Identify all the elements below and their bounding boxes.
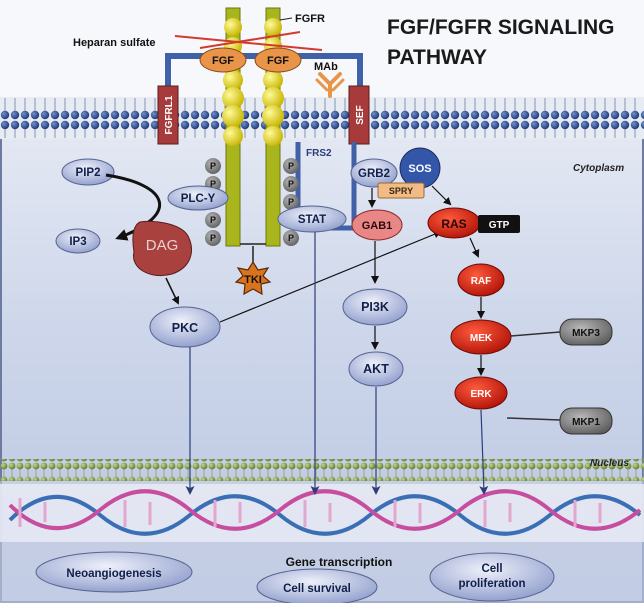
phosphate-label: P [210,233,216,243]
fgf-right-label: FGF [267,55,289,67]
title-line-1: FGF/FGFR SIGNALING [387,16,614,39]
ip3-node [55,228,101,254]
fgf-ligand-left [199,47,247,73]
sef-label: SEF [355,105,366,124]
nuclear-membrane [0,459,644,481]
fgfrl1-receptor [157,85,179,145]
ras-label: RAS [441,217,466,231]
gtp-label: GTP [489,220,510,231]
title-line-2: PATHWAY [387,46,487,69]
mab-antibody [315,72,345,98]
erk-node [454,376,508,410]
pkc-node [149,306,221,348]
cell-proliferation-label-2: proliferation [458,578,525,590]
heparan-sulfate-chain-2 [199,31,301,49]
pi3k-label: PI3K [361,300,389,314]
cytoplasm-label: Cytoplasm [573,163,624,174]
stat-node [277,205,347,233]
mek-node [450,319,512,355]
frs2-label: FRS2 [306,148,332,159]
mek-label: MEK [470,333,493,344]
raf-node [457,263,505,297]
nucleus-label: Nucleus [590,458,629,469]
plasma-membrane [0,97,644,139]
tki-inhibitor [234,260,272,296]
plcy-node [167,185,229,211]
gene-transcription-label: Gene transcription [286,555,393,569]
stat-label: STAT [298,214,326,226]
gab1-node [351,209,403,241]
fgfrl1-label: FGFRL1 [164,95,175,134]
gab1-label: GAB1 [362,220,393,232]
akt-node [348,351,404,387]
mkp3-label: MKP3 [572,328,600,339]
phosphate-label: P [210,215,216,225]
pi3k-node [342,288,408,326]
ip3-label: IP3 [69,236,86,248]
dag-to-pkc-arrow [165,277,180,305]
sos-label: SOS [408,163,431,175]
sef-receptor [348,85,370,145]
tki-label: TKI [244,274,262,286]
cell-survival-outcome [256,568,378,603]
pkc-label: PKC [172,321,198,335]
phosphate-groups [205,158,299,246]
mkp1-label: MKP1 [572,417,600,428]
phosphate-label: P [210,179,216,189]
grb2-node [350,158,398,188]
akt-label: AKT [363,362,389,376]
phosphate-label: P [210,161,216,171]
phosphate-label: P [288,233,294,243]
pip2-label: PIP2 [76,167,101,179]
fgfr-domains [222,18,284,146]
pip2-node [61,158,115,186]
dag-label: DAG [146,237,179,254]
grb2-label: GRB2 [358,168,390,180]
fgf-left-label: FGF [212,55,234,67]
mkp3-node [559,318,613,346]
spry-node [377,182,425,199]
heparan-sulfate-chain [174,35,323,51]
spry-label: SPRY [389,186,413,196]
phosphate-label: P [288,197,294,207]
erk-to-nucleus-arrow [479,409,489,495]
plcy-label: PLC-Y [181,193,216,205]
erk-label: ERK [470,389,492,400]
dag-node [132,220,192,276]
neoangiogenesis-outcome [35,551,193,593]
fgf-ligand-right [254,47,302,73]
phosphate-label: P [288,161,294,171]
cell-proliferation-label-1: Cell [481,563,502,575]
dna-strands [0,484,644,542]
pkc-to-ras-arrow [219,230,442,323]
mkp1-node [559,407,613,435]
heparan-sulfate-label: Heparan sulfate [73,37,156,49]
neoangiogenesis-label: Neoangiogenesis [66,568,161,580]
cell-survival-label: Cell survival [283,583,351,595]
cell-proliferation-outcome [429,552,555,602]
mab-label: MAb [314,61,338,73]
fgfr-label: FGFR [295,13,325,25]
raf-label: RAF [471,276,492,287]
gtp-node [478,215,520,233]
phosphate-label: P [288,179,294,189]
